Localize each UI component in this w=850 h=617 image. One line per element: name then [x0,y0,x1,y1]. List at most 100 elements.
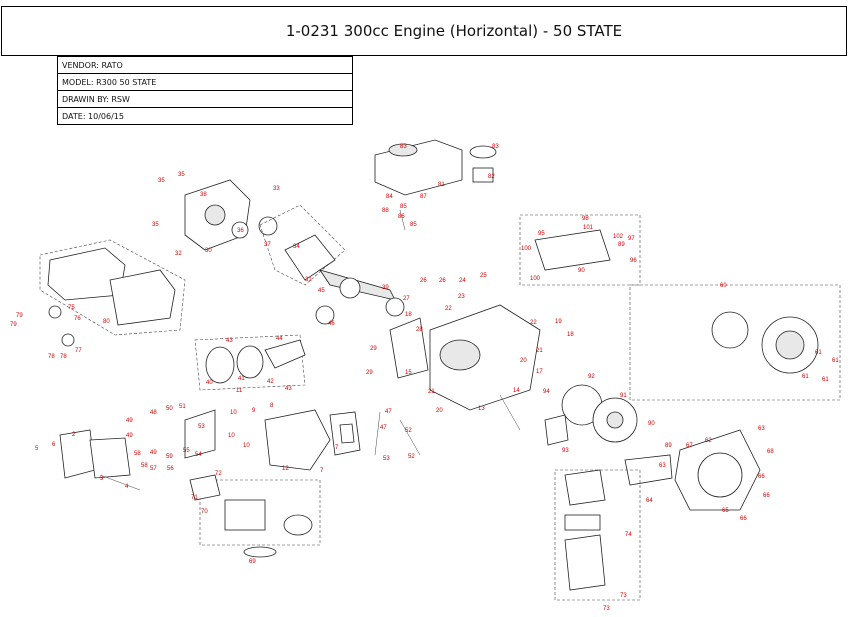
callout-50: 50 [166,406,173,412]
breather-75 [48,305,62,319]
callout-29: 29 [370,346,377,352]
callout-18b: 18 [567,332,574,338]
callout-52: 52 [405,428,412,434]
callout-64: 64 [646,498,653,504]
callout-100b: 100 [530,276,541,282]
callout-95: 95 [538,231,545,237]
muffler-2 [59,429,96,479]
fuel-cap-82 [469,145,497,159]
callout-53: 53 [383,456,390,462]
callout-18: 18 [405,312,412,318]
piston-rings [205,346,235,384]
callout-58b: 58 [141,463,148,469]
callout-66b: 66 [763,493,770,499]
callout-24: 24 [459,278,466,284]
callout-38: 38 [200,192,207,198]
info-row-date: DATE: 10/06/15 [57,107,353,125]
callout-61a: 61 [815,350,822,356]
piston-group [194,334,306,391]
callout-70: 70 [201,509,208,515]
callout-78a: 78 [48,354,55,360]
callout-42: 42 [267,379,274,385]
info-table: VENDOR: RATO MODEL: R300 50 STATE DRAWIN… [57,56,353,125]
callout-7b: 7 [335,445,339,451]
recoil-group [629,284,841,401]
callout-73b: 73 [603,606,610,612]
callout-61d: 61 [822,377,829,383]
callout-71: 71 [191,495,198,501]
pushrod-52 [399,419,421,456]
callout-76: 76 [74,316,81,322]
callout-60: 60 [720,283,727,289]
callout-20b: 20 [436,408,443,414]
fuel-tank [374,139,463,196]
callout-63b: 63 [659,463,666,469]
callout-90b: 90 [648,421,655,427]
callout-8: 8 [270,403,274,409]
callout-labels: 5 6 2 3 4 35 35 33 38 35 32 30 36 37 34 … [10,144,839,612]
callout-53b: 53 [198,424,205,430]
callout-19: 19 [555,319,562,325]
callout-48: 48 [150,410,157,416]
breather-77 [61,333,75,347]
callout-41: 41 [238,376,245,382]
callout-59: 59 [166,454,173,460]
fuel-line-86 [399,209,406,231]
carb-gasket-69 [243,546,277,558]
air-filter-group [554,469,641,601]
callout-34: 34 [293,244,300,250]
callout-47b: 47 [380,425,387,431]
callout-27: 27 [403,296,410,302]
callout-79b: 79 [10,322,17,328]
callout-5: 5 [35,446,39,452]
callout-78b: 78 [60,354,67,360]
callout-84: 84 [386,194,393,200]
fuel-cap [388,143,418,157]
callout-85a: 85 [400,204,407,210]
gasket-group [259,204,346,286]
carburetor-body [224,499,266,531]
recoil-center [775,330,805,360]
cylinder-block [429,304,541,411]
callout-17: 17 [536,369,543,375]
air-filter-cover [564,469,606,506]
recoil-pulley [711,311,749,349]
rocker-cover-80 [109,269,176,326]
callout-6: 6 [52,442,56,448]
callout-73a: 73 [620,593,627,599]
callout-25: 25 [480,273,487,279]
crank-web [339,277,361,299]
callout-49a: 49 [126,418,133,424]
callout-96: 96 [630,258,637,264]
callout-39: 39 [382,285,389,291]
callout-100: 100 [521,246,532,252]
callout-10a: 10 [230,410,237,416]
callout-55: 55 [183,448,190,454]
callout-49c: 49 [150,450,157,456]
callout-94: 94 [543,389,550,395]
callout-89b: 89 [665,443,672,449]
gear-46 [315,305,335,325]
callout-82: 82 [488,174,495,180]
callout-77: 77 [75,348,82,354]
intake-71 [189,474,221,501]
callout-83b: 83 [492,144,499,150]
callout-93: 93 [562,448,569,454]
callout-75: 75 [68,305,75,311]
callout-52b: 52 [408,454,415,460]
air-filter-base [564,534,606,591]
callout-15: 15 [405,370,412,376]
callout-37: 37 [264,242,271,248]
cover-15 [389,317,429,379]
connecting-rod [264,339,306,369]
callout-20: 20 [520,358,527,364]
callout-28: 28 [416,327,423,333]
ignition-coil-93 [544,414,569,446]
callout-61c: 61 [802,374,809,380]
rocker-cover-small [184,409,216,459]
callout-65: 65 [722,508,729,514]
callout-98: 98 [582,216,589,222]
callout-66a: 66 [758,474,765,480]
piston [236,345,264,379]
title-box: 1-0231 300cc Engine (Horizontal) - 50 ST… [1,6,847,56]
